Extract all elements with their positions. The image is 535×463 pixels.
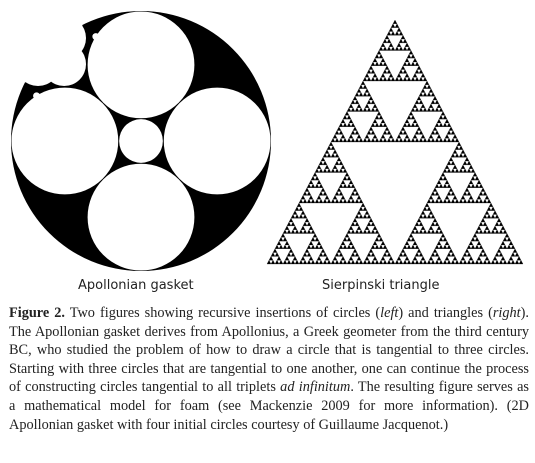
gasket-circle bbox=[131, 48, 139, 56]
gasket-circle bbox=[48, 131, 56, 139]
gasket-circle bbox=[16, 13, 21, 18]
caption-italic-ad-infinitum: ad infinitum bbox=[280, 379, 351, 396]
gasket-circle bbox=[10, 22, 15, 27]
gasket-circle bbox=[55, 13, 59, 17]
caption-text-part: ) and triangles ( bbox=[398, 305, 493, 321]
caption-italic-right: right bbox=[492, 305, 521, 321]
caption-italic-left: left bbox=[380, 305, 399, 321]
caption-figure-number: Figure 2. bbox=[9, 305, 65, 321]
gasket-circle bbox=[61, 19, 73, 31]
gasket-circle bbox=[13, 10, 18, 15]
sierpinski-triangles bbox=[266, 19, 524, 265]
caption-text-part: ). The Apollonian gasket derives from Ap… bbox=[9, 305, 529, 396]
gasket-circle bbox=[16, 42, 60, 87]
gasket-circle bbox=[45, 14, 50, 20]
gasket-circle bbox=[45, 116, 51, 122]
sierpinski-triangle-image bbox=[266, 19, 524, 265]
gasket-circle bbox=[116, 45, 122, 51]
gasket-circle bbox=[11, 14, 16, 19]
apollonian-gasket-image bbox=[10, 10, 271, 271]
gasket-circle bbox=[87, 11, 195, 119]
gasket-circle bbox=[135, 55, 139, 60]
caption-text-part: Two figures showing recursive insertions… bbox=[64, 305, 381, 321]
gasket-circle bbox=[102, 32, 114, 45]
gasket-circle bbox=[32, 102, 45, 114]
gasket-circle bbox=[11, 87, 119, 195]
gasket-circle bbox=[17, 10, 22, 13]
gasket-circle bbox=[13, 55, 17, 59]
figure-caption: Figure 2. Two figures showing recursive … bbox=[9, 304, 529, 434]
sierpinski-triangle-label: Sierpinski triangle bbox=[322, 278, 440, 293]
gasket-circle bbox=[10, 10, 13, 13]
caption-text-part: . The resulting figure serves as a mathe… bbox=[9, 379, 529, 433]
gasket-circle bbox=[14, 45, 20, 50]
gasket-circle bbox=[55, 135, 60, 139]
gasket-circle bbox=[25, 10, 47, 32]
gasket-circle bbox=[92, 33, 100, 41]
gasket-circle bbox=[119, 119, 163, 163]
apollonian-gasket-label: Apollonian gasket bbox=[78, 278, 194, 293]
gasket-circle bbox=[16, 26, 37, 47]
gasket-circle bbox=[87, 163, 195, 271]
gasket-circle bbox=[33, 92, 41, 100]
gasket-circle bbox=[163, 87, 271, 195]
